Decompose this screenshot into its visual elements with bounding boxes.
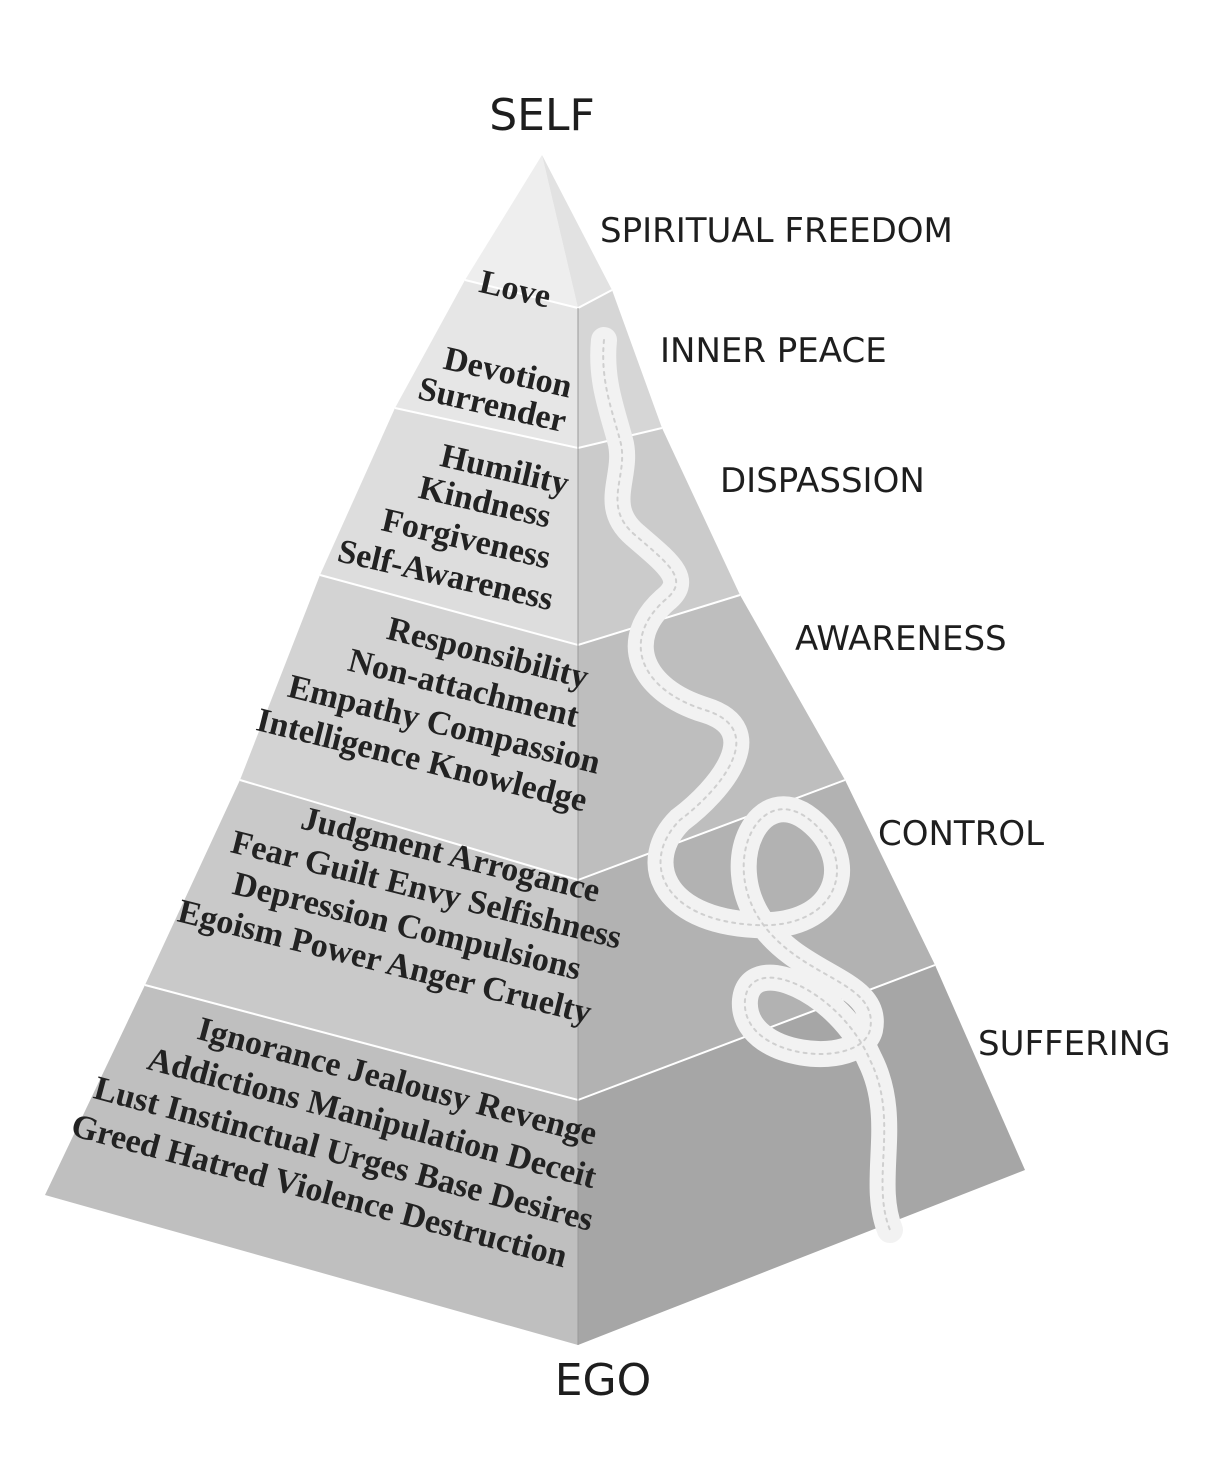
serpent-icon: [590, 327, 903, 1243]
state-label-control: CONTROL: [878, 814, 1044, 854]
state-label-suffering: SUFFERING: [978, 1024, 1171, 1064]
tier-6-left-face: [45, 985, 578, 1345]
tier-2-left-face: [395, 280, 578, 448]
tier-5-left-face: [145, 780, 578, 1100]
state-label-dispassion: DISPASSION: [720, 461, 925, 501]
state-label-inner-peace: INNER PEACE: [660, 331, 887, 371]
state-label-spiritual-freedom: SPIRITUAL FREEDOM: [600, 211, 953, 251]
tier-1-right-face: [542, 155, 612, 308]
tier-1-left-face: [465, 155, 578, 308]
state-label-awareness: AWARENESS: [795, 619, 1007, 659]
tier-6-right-face: [578, 965, 1025, 1345]
apex-label: SELF: [489, 90, 595, 141]
tier-4-left-face: [240, 575, 578, 880]
base-label: EGO: [555, 1355, 652, 1406]
tier-3-left-face: [320, 408, 578, 645]
